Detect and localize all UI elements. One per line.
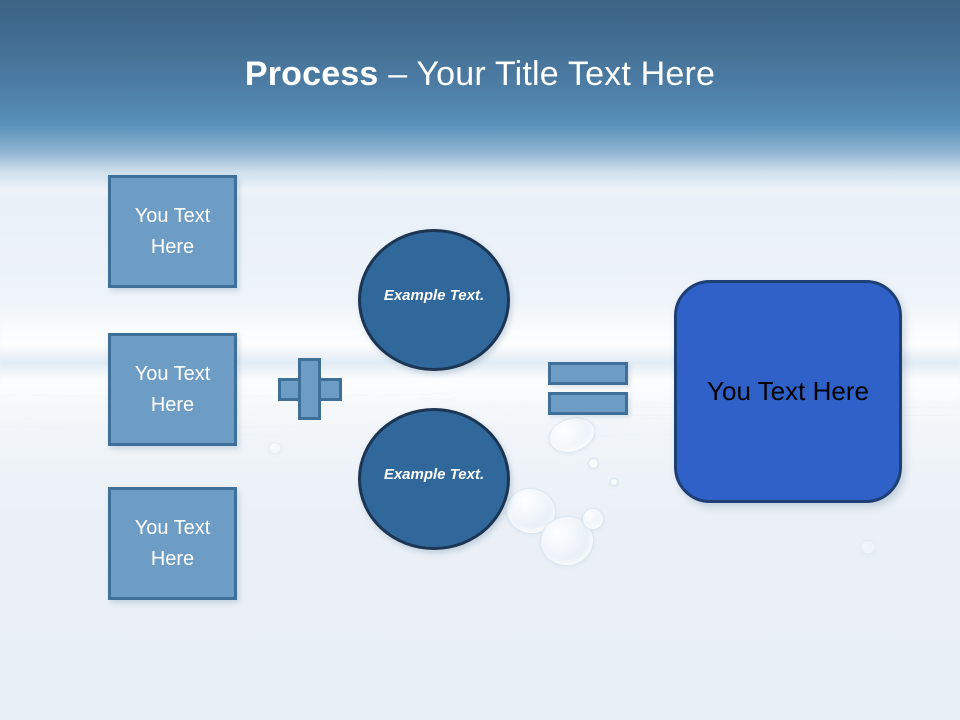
title-banner: [0, 0, 960, 200]
example-circle-1-label: Example Text.: [383, 287, 485, 304]
input-box-3[interactable]: You Text Here: [108, 487, 237, 600]
page-title-rest: Your Title Text Here: [416, 55, 716, 93]
input-box-3-label: You Text Here: [134, 516, 211, 570]
input-box-1-label: You Text Here: [134, 204, 211, 258]
plus-icon: [278, 358, 342, 420]
example-circle-2-label: Example Text.: [383, 466, 485, 483]
bubble-icon: [268, 442, 282, 454]
result-box[interactable]: You Text Here: [674, 280, 902, 503]
page-title-bold: Process: [244, 55, 379, 93]
bubble-icon: [610, 478, 618, 486]
equals-bottom-bar: [548, 392, 628, 415]
bubble-icon: [582, 508, 604, 530]
result-box-label: You Text Here: [707, 376, 869, 406]
page-title-separator: –: [378, 55, 417, 93]
page-title: Process – Your Title Text Here: [0, 52, 960, 96]
example-circle-1[interactable]: Example Text.: [358, 229, 510, 371]
input-box-2-label: You Text Here: [134, 362, 211, 416]
input-box-2[interactable]: You Text Here: [108, 333, 237, 446]
bubble-icon: [588, 458, 599, 469]
plus-center-fill: [301, 381, 318, 398]
example-circle-2[interactable]: Example Text.: [358, 408, 510, 550]
equals-icon: [548, 362, 628, 415]
bubble-icon: [860, 540, 876, 554]
input-box-1[interactable]: You Text Here: [108, 175, 237, 288]
equals-top-bar: [548, 362, 628, 385]
